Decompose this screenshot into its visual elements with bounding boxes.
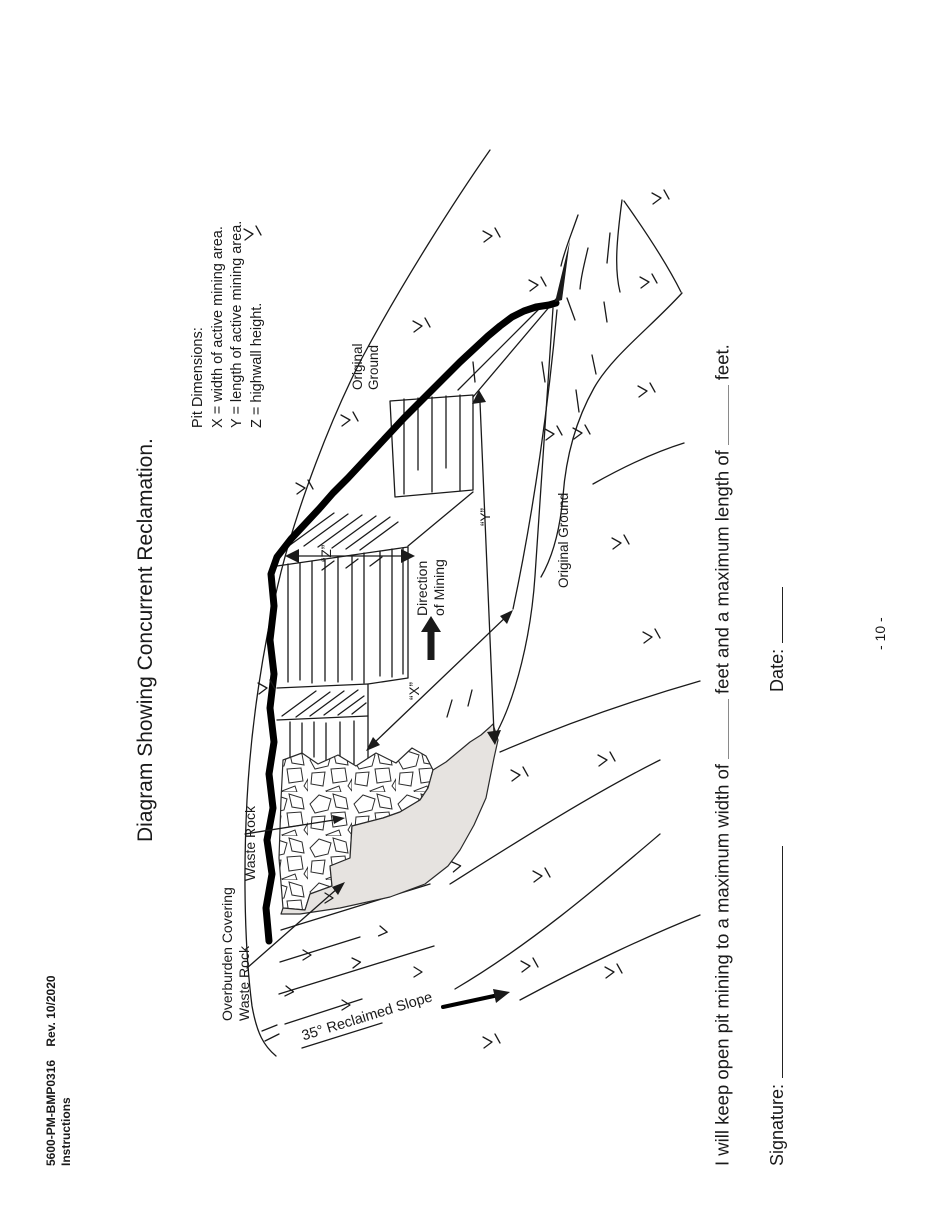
form-id: 5600-PM-BMP0316 Rev. 10/2020 xyxy=(44,975,58,1166)
statement-part3: feet. xyxy=(711,344,733,381)
reclaimed-slope-arrow xyxy=(441,994,496,1009)
page-number: - 10 - xyxy=(872,617,888,650)
dimension-arrows xyxy=(285,390,513,751)
page-title: Diagram Showing Concurrent Reclamation. xyxy=(134,438,157,842)
dim-x-label: “X” xyxy=(407,682,422,700)
annotation-arrows xyxy=(244,616,510,1009)
doc-type: Instructions xyxy=(59,1097,73,1166)
pit-dimension-z: Z = highwall height. xyxy=(248,302,265,428)
terrain-lines xyxy=(244,149,701,1057)
signature-label: Signature: xyxy=(767,1083,788,1166)
max-width-blank[interactable] xyxy=(711,698,729,759)
date-label: Date: xyxy=(767,648,788,692)
max-length-blank[interactable] xyxy=(711,385,729,446)
overburden-label: Overburden Covering Waste Rock xyxy=(219,887,252,1021)
overburden-arrow xyxy=(246,887,339,969)
pit-dimension-y: Y = length of active mining area. xyxy=(229,220,245,428)
waste-rock-label: Waste Rock xyxy=(242,806,258,881)
date-blank[interactable] xyxy=(766,586,784,643)
gully-lines xyxy=(472,199,682,413)
dim-y-label: “Y” xyxy=(478,508,493,526)
statement-part1: I will keep open pit mining to a maximum… xyxy=(711,763,733,1166)
signature-date-row: Signature: Date: xyxy=(766,581,788,1166)
signature-blank[interactable] xyxy=(766,845,784,1078)
vegetation-tufts xyxy=(243,189,670,1049)
waste-rock-arrow xyxy=(244,819,335,835)
pit-dimensions-heading: Pit Dimensions: xyxy=(190,327,206,428)
highwall-crest-band xyxy=(262,240,570,945)
pit-dimensions-legend: Pit Dimensions: X = width of active mini… xyxy=(189,221,267,428)
original-ground-label-right: Original Ground xyxy=(556,492,571,588)
direction-of-mining-arrow xyxy=(421,616,441,660)
highwall-hatching xyxy=(281,512,404,765)
pit-dimension-x: X = width of active mining area. xyxy=(209,226,226,428)
form-header: 5600-PM-BMP0316 Rev. 10/2020 Instruction… xyxy=(44,975,74,1166)
y-dimension-arrow xyxy=(479,401,495,734)
original-ground-label-top: Original Ground xyxy=(350,343,381,390)
direction-of-mining-label: Direction of Mining xyxy=(414,559,447,616)
x-dimension-arrow xyxy=(373,613,510,744)
statement-part2: feet and a maximum length of xyxy=(711,450,733,694)
dim-z-label: “Z” xyxy=(319,544,334,562)
highwall-benches xyxy=(276,298,557,771)
commitment-statement: I will keep open pit mining to a maximum… xyxy=(711,344,733,1166)
reclaimed-slope-area xyxy=(280,723,499,915)
